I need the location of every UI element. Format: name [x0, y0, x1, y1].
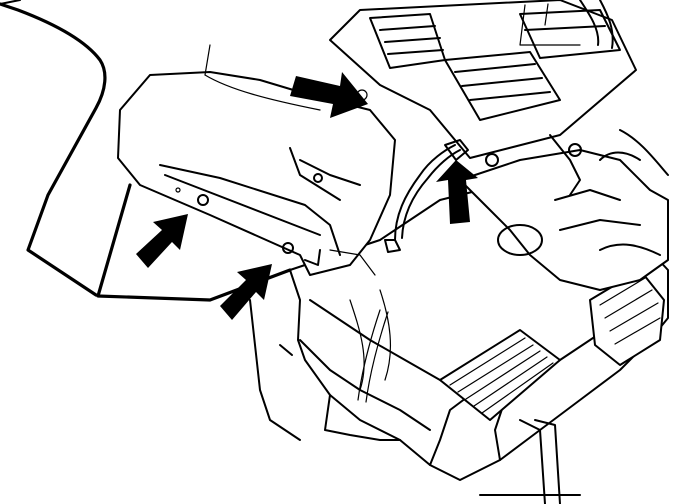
callout-arrows [136, 72, 478, 320]
arrow-icon [220, 264, 272, 320]
arrow-icon [136, 214, 188, 268]
blower-section [459, 129, 669, 291]
arrow-icon [436, 160, 478, 224]
dashboard-outline [0, 0, 107, 297]
evaporator-section [439, 269, 665, 421]
arrow-icon [290, 72, 368, 118]
wire-harness [329, 139, 469, 403]
defroster-vent [329, 0, 637, 196]
duct-panel [117, 44, 396, 276]
